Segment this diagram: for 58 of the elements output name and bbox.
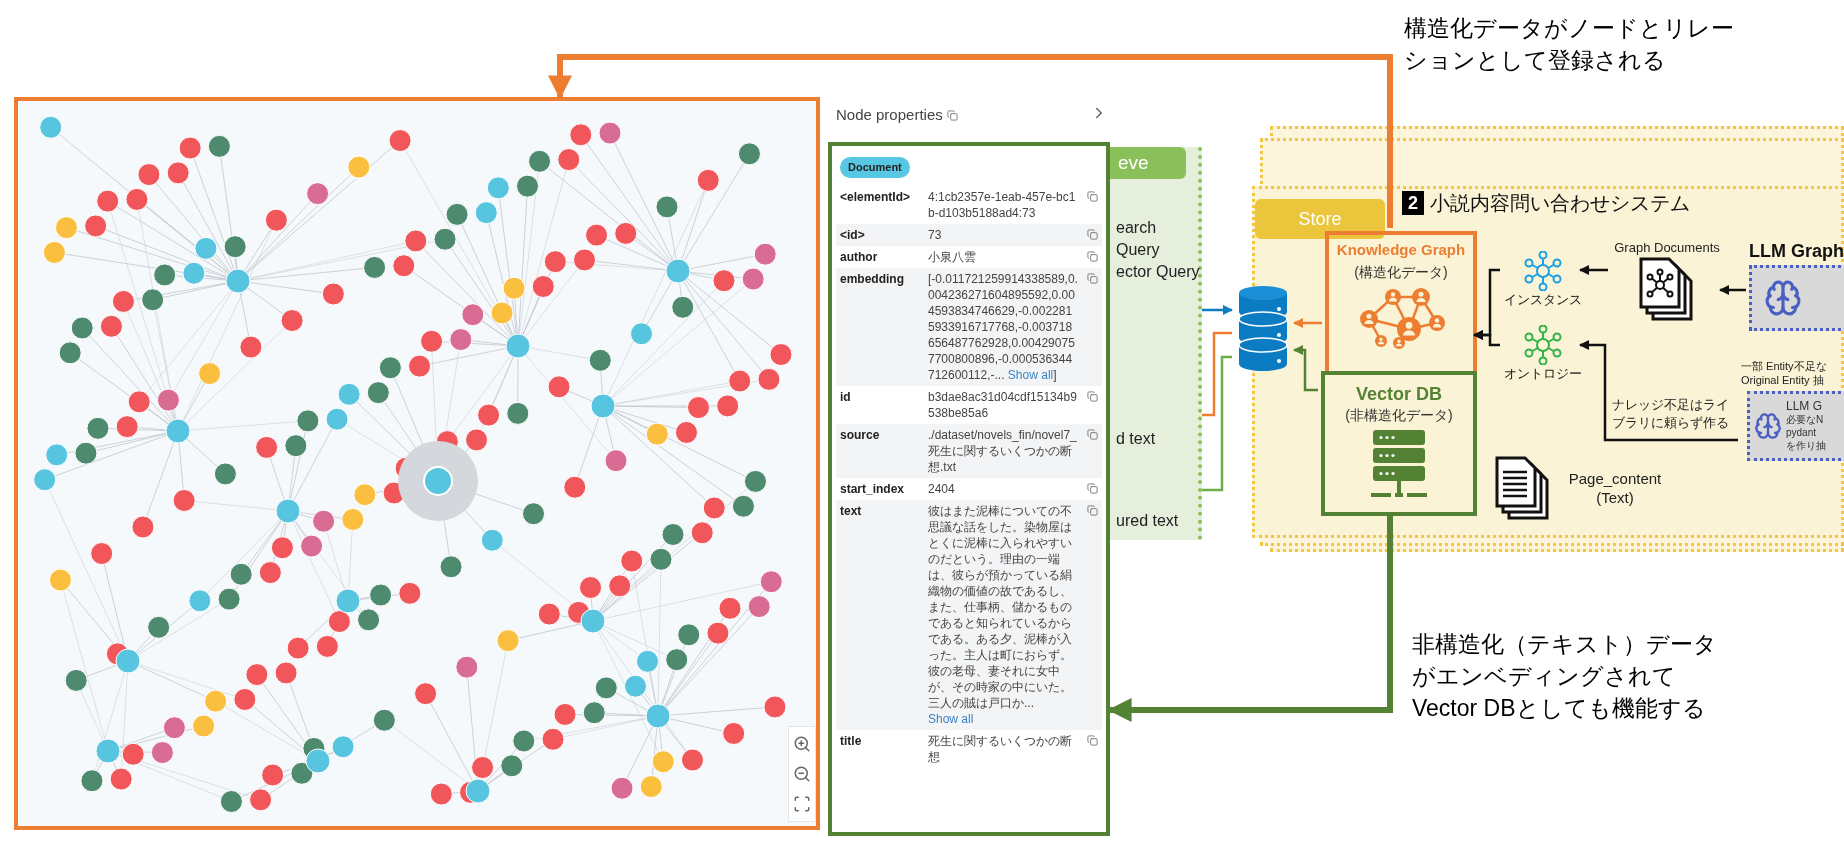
property-value: 小泉八雲 [928, 249, 977, 265]
property-key: text [840, 503, 924, 519]
box-subtitle: (非構造化データ) [1345, 406, 1453, 425]
property-value: b3dae8ac31d04cdf15134b9538be85a6 [928, 389, 1078, 421]
arrow [1107, 513, 1393, 722]
section-tab: Store [1255, 199, 1385, 239]
item-label: Page_content (Text) [1567, 469, 1663, 507]
component-title: 一部 Entity不足な Original Entity 抽 [1741, 359, 1828, 387]
note-text: を作り抽 [1786, 439, 1826, 452]
menu-text: ector Query [1116, 262, 1200, 282]
arrow [1579, 265, 1608, 275]
item-label: オントロジー [1504, 365, 1582, 383]
property-value: 死生に関するいくつかの断想 [928, 733, 1073, 765]
llm-component [1741, 359, 1844, 463]
component-title: LLM Graph [1749, 240, 1844, 263]
property-key: id [840, 389, 924, 405]
property-key: embedding [840, 271, 924, 287]
property-key: author [840, 249, 924, 265]
menu-text: ured text [1116, 512, 1179, 529]
system-title: 小説内容問い合わせシステム [1430, 191, 1690, 216]
box-title: Knowledge Graph [1336, 240, 1466, 260]
property-key: title [840, 733, 924, 749]
arrow [1579, 340, 1738, 442]
arrow [1293, 318, 1322, 328]
arrow [1473, 330, 1500, 347]
store-area [1252, 186, 1844, 538]
property-key: <id> [840, 227, 924, 243]
step-number: 2 [1402, 191, 1424, 215]
property-key: <elementId> [840, 189, 924, 205]
properties-table [828, 142, 1110, 836]
component-title: LLM G [1786, 400, 1823, 413]
section-tab: eve [1110, 147, 1186, 179]
box-subtitle: (構造化データ) [1354, 262, 1448, 282]
arrow [548, 54, 1393, 228]
show-all-link: Show all [928, 712, 974, 726]
property-value: ./dataset/novels_fin/novel7_死生に関するいくつかの断想.txt [928, 427, 1078, 475]
arrow [1293, 345, 1318, 392]
note-text: pydant [1786, 426, 1818, 439]
property-value: 2404 [928, 481, 956, 497]
vector-db-box [1321, 371, 1477, 516]
item-label: インスタンス [1504, 291, 1582, 309]
item-label: Graph Documents [1614, 239, 1720, 257]
property-key: start_index [840, 481, 924, 497]
property-key: source [840, 427, 924, 443]
property-value: [-0.011721259914338589,0.004236271604895592,0.004593834746629,-0.0022815933916717768,-0.003718656487762928,0.004290757700800896,-0.000536344712600112,-... Show all] [928, 271, 1078, 383]
retrieve-panel [1110, 147, 1202, 540]
property-value: 73 [928, 227, 943, 243]
note-text: 必要なN [1786, 413, 1825, 426]
property-value: 彼はまた泥棒についての不思議な話をした。染物屋はとくに泥棒に入られやすいのだという。理由の一端は、彼らが預かっている絹織物の価値の故であるし、また、仕事柄、儲かるものであると知られているからである。ある夕、泥棒が入った。主人は町におらず。彼の老母、妻それに女中が、その時家の中にいた。三人の賊は戸口か... Show all [928, 503, 1073, 727]
label-badge: Document [840, 157, 910, 178]
arrow [1719, 285, 1746, 295]
menu-text: earch [1116, 218, 1158, 238]
menu-text: Query [1116, 240, 1161, 260]
box-title: Vector DB [1356, 383, 1442, 405]
arrow [1202, 305, 1233, 315]
panel-heading: Node properties [836, 105, 943, 125]
property-value: 4:1cb2357e-1eab-457e-bc1b-d103b5188ad4:73 [928, 189, 1077, 221]
menu-text: d text [1116, 430, 1156, 447]
